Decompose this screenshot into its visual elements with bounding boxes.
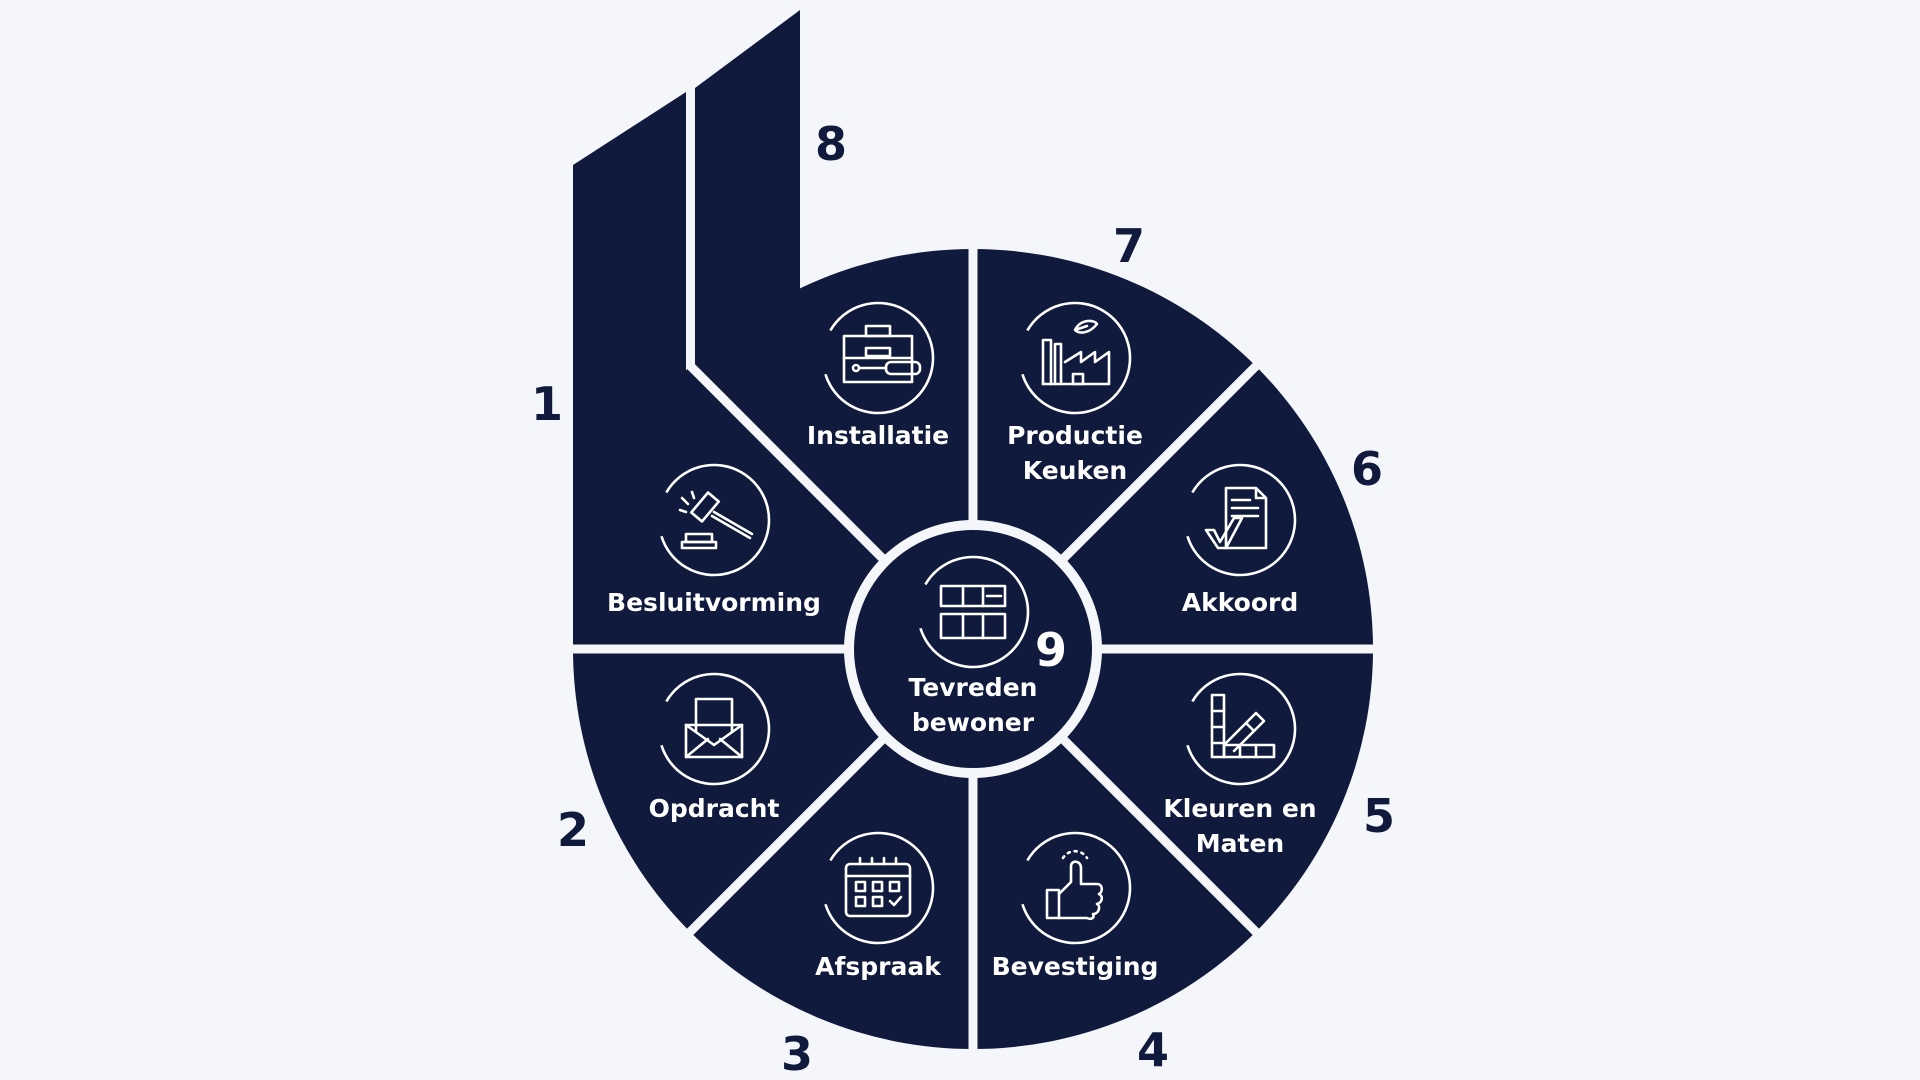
label-akkoord: Akkoord xyxy=(1182,588,1299,617)
envelope-icon xyxy=(684,697,744,759)
step-number-7: 7 xyxy=(1113,219,1145,273)
label-opdracht: Opdracht xyxy=(649,794,780,823)
signed-document-icon xyxy=(1204,486,1268,550)
toolbox-icon xyxy=(842,324,922,384)
label-installatie: Installatie xyxy=(807,421,949,450)
step-number-2: 2 xyxy=(557,803,589,857)
step-number-9: 9 xyxy=(1035,623,1067,677)
step-akkoord xyxy=(1183,463,1297,577)
icon-ring xyxy=(1018,301,1132,415)
icon-ring xyxy=(1018,831,1132,945)
label-kleuren-en: Kleuren en xyxy=(1163,794,1316,823)
step-kleuren-maten xyxy=(1183,672,1297,786)
step-bevestiging xyxy=(1018,831,1132,945)
gavel-icon xyxy=(678,490,754,550)
label-bevestiging: Bevestiging xyxy=(992,952,1159,981)
step-number-4: 4 xyxy=(1137,1023,1169,1077)
step-number-6: 6 xyxy=(1351,442,1383,496)
label-maten: Maten xyxy=(1196,829,1284,858)
color-swatch-icon xyxy=(1210,693,1276,759)
label-bewoner: bewoner xyxy=(912,708,1035,737)
label-keuken: Keuken xyxy=(1023,456,1127,485)
step-number-8: 8 xyxy=(815,117,847,171)
label-productie: Productie xyxy=(1007,421,1143,450)
step-number-3: 3 xyxy=(781,1027,813,1080)
factory-icon xyxy=(1041,319,1111,386)
center-hub xyxy=(844,520,1102,778)
label-tevreden: Tevreden xyxy=(909,673,1038,702)
label-afspraak: Afspraak xyxy=(815,952,942,981)
icon-ring xyxy=(1183,672,1297,786)
step-number-1: 1 xyxy=(531,377,563,431)
kitchen-cabinet-icon xyxy=(939,584,1007,640)
label-besluitvorming: Besluitvorming xyxy=(607,588,821,617)
thumbs-up-icon xyxy=(1045,849,1104,921)
step-number-5: 5 xyxy=(1363,789,1395,843)
step-productie-keuken xyxy=(1018,301,1132,415)
calendar-icon xyxy=(844,856,912,918)
icon-ring xyxy=(1183,463,1297,577)
step-afspraak xyxy=(821,831,935,945)
